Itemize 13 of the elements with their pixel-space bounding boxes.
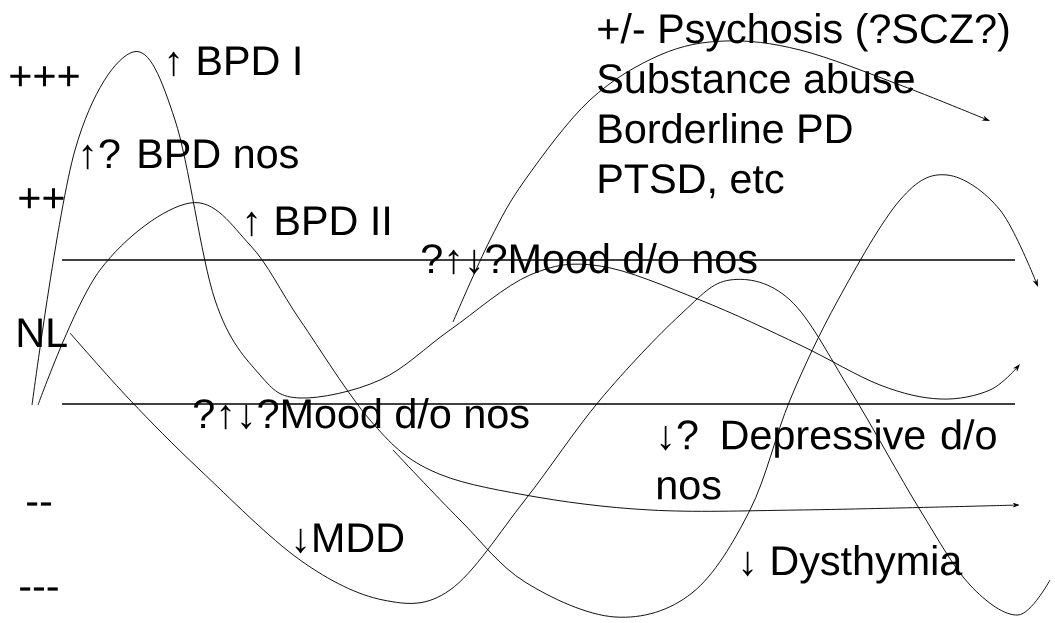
- diagnosis-label: ?↑↓?Mood d/o nos: [193, 398, 529, 430]
- level-label: +++: [10, 66, 79, 87]
- level-label: ---: [20, 587, 58, 591]
- diagnosis-label: ↑? BPD nos: [82, 139, 298, 170]
- diagnosis-label: ↓MDD: [295, 523, 404, 554]
- level-label: ++: [19, 188, 64, 209]
- diagnosis-label: ↑ BPD I: [168, 46, 300, 77]
- diagnosis-label: PTSD, etc: [599, 164, 784, 199]
- diagnosis-label: ↑ BPD II: [246, 206, 390, 237]
- diagnosis-label: +/- Psychosis (?SCZ?): [598, 13, 1009, 52]
- level-label: --: [27, 502, 51, 506]
- diagnosis-label: ↓ Dysthymia: [742, 545, 963, 584]
- diagnosis-label: Borderline PD: [599, 113, 852, 144]
